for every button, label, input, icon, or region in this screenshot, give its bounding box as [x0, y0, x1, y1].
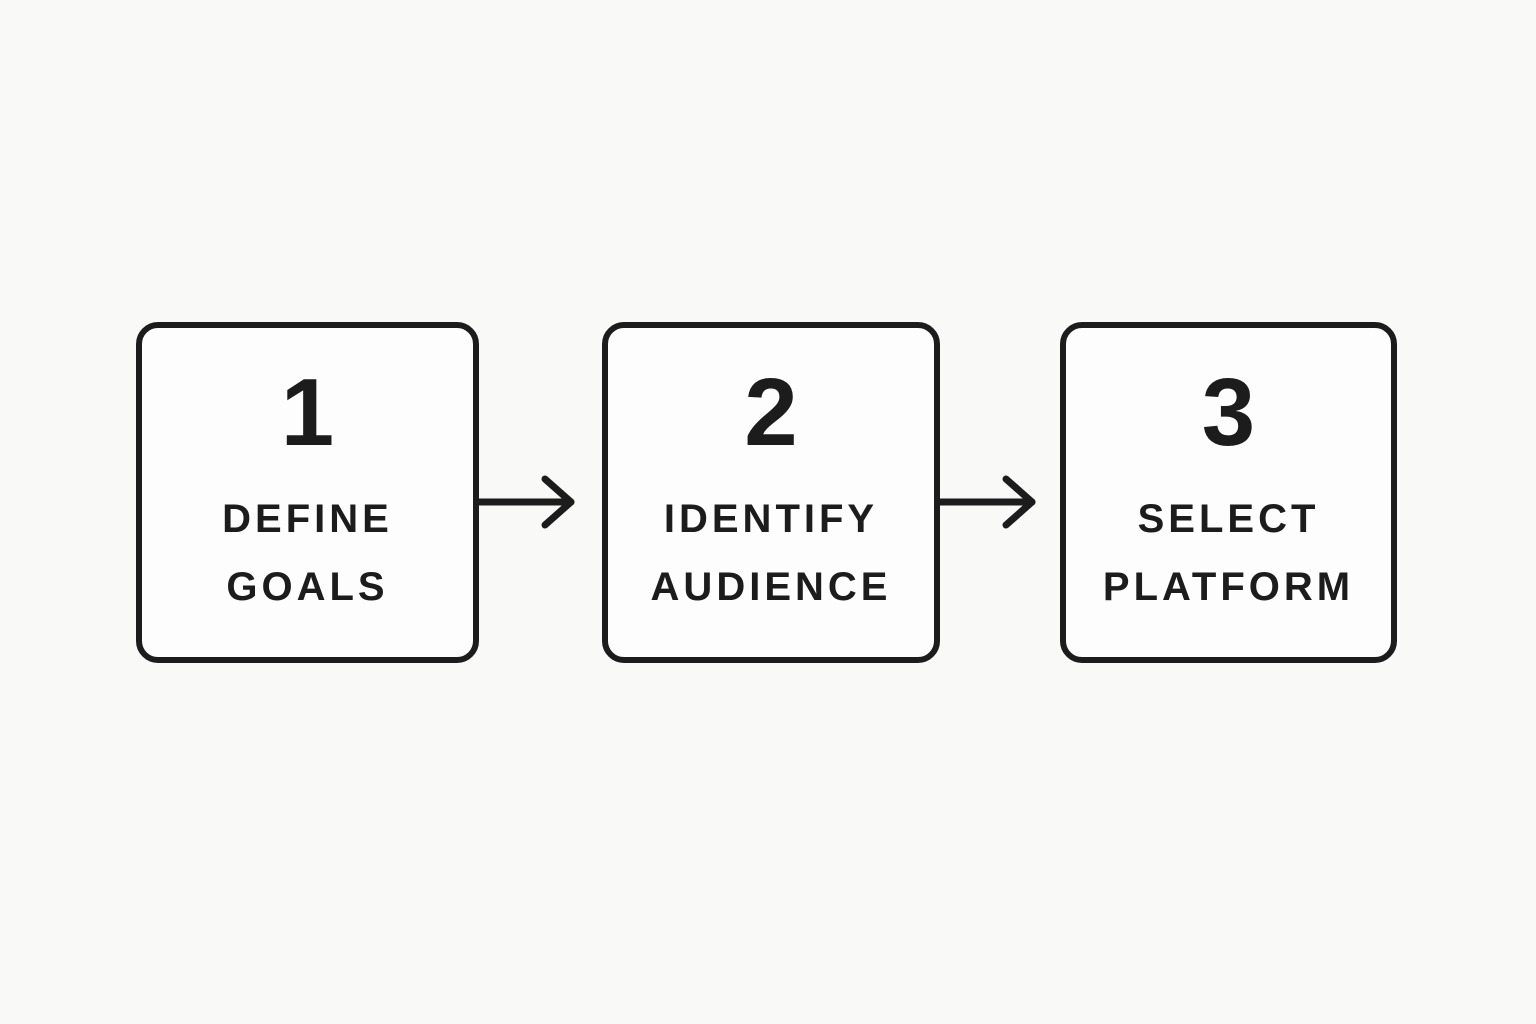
- step-3-number: 3: [1201, 358, 1256, 466]
- arrow-right-icon: [477, 475, 575, 529]
- step-box-3: 3 SELECT PLATFORM: [1060, 322, 1397, 663]
- step-box-1: 1 DEFINE GOALS: [136, 322, 479, 663]
- arrow-right-icon: [938, 475, 1036, 529]
- step-2-number: 2: [744, 358, 798, 466]
- step-1-label: DEFINE GOALS: [222, 496, 393, 609]
- step-1-number: 1: [280, 358, 335, 466]
- step-2-label: IDENTIFY AUDIENCE: [650, 496, 892, 609]
- step-box-2: 2 IDENTIFY AUDIENCE: [602, 322, 940, 663]
- step-3-label: SELECT PLATFORM: [1102, 496, 1355, 609]
